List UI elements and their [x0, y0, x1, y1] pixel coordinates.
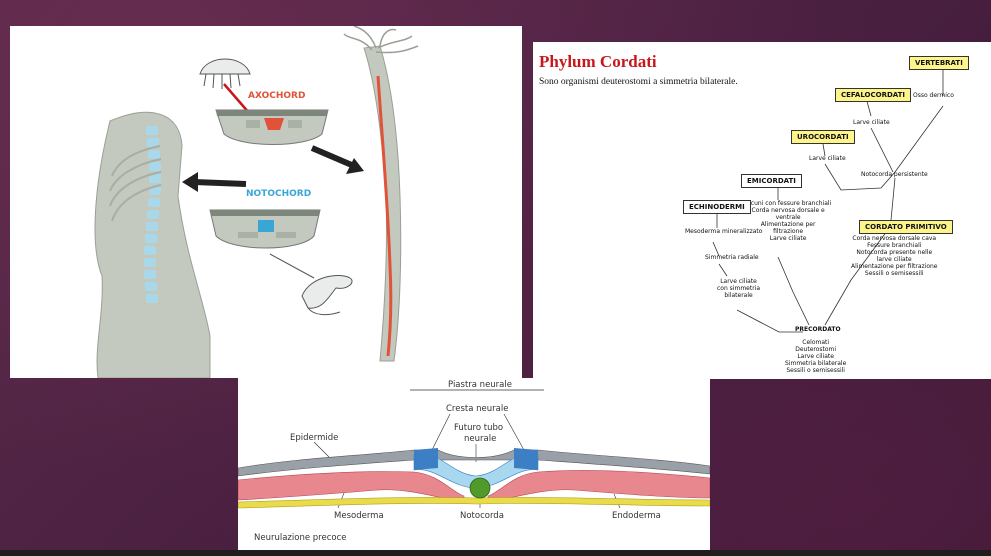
node-cordato-primitivo: CORDATO PRIMITIVO [859, 220, 953, 234]
trait-larve-ciliate-uro: Larve ciliate [809, 155, 846, 162]
phylum-subtitle: Sono organismi deuterostomi a simmetria … [539, 77, 738, 87]
label-endoderma: Endoderma [612, 511, 661, 521]
chord-comparison-illustration: AXOCHORD NOTOCHORD [10, 26, 522, 378]
axochord-label: AXOCHORD [248, 91, 305, 101]
emicordati-traits: Alcuni con fessure branchiali Corda nerv… [745, 200, 832, 242]
label-piastra-neurale: Piastra neurale [448, 380, 512, 390]
label-cresta-neurale: Cresta neurale [446, 404, 508, 414]
neural-crest-left [414, 448, 438, 470]
neural-crest-right [514, 448, 538, 470]
epidermis-layer [238, 449, 710, 477]
trait-mesoderma-mineralizzato: Mesoderma mineralizzato [685, 228, 763, 235]
endoderm-layer [238, 497, 710, 509]
notochord-leader-line [269, 253, 315, 279]
axochord-cross-section [215, 109, 329, 145]
notochord-circle [469, 477, 491, 499]
arrow-head-to-human [182, 172, 198, 192]
neurulation-panel: Piastra neurale Cresta neurale Futuro tu… [238, 378, 710, 550]
label-futuro-tubo: Futuro tubo [454, 423, 503, 433]
notochord-label: NOTOCHORD [246, 189, 311, 199]
precordato-traits: Celomati Deuterostomi Larve ciliate Simm… [785, 339, 847, 374]
label-neurale: neurale [464, 434, 496, 444]
ciliated-larva-icon [199, 58, 251, 115]
node-echinodermi: ECHINODERMI [683, 200, 751, 214]
node-emicordati: EMICORDATI [741, 174, 802, 188]
worm-tentacles [343, 26, 419, 54]
node-cefalocordati: CEFALOCORDATI [835, 88, 912, 102]
notochord-cross-section [209, 209, 321, 249]
worm-axochord-line [376, 75, 393, 357]
label-epidermide: Epidermide [290, 433, 338, 443]
phylogenetic-tree-lines [712, 68, 944, 333]
chord-illustration-svg: AXOCHORD NOTOCHORD [94, 26, 419, 378]
human-ribs [109, 145, 162, 222]
label-mesoderma: Mesoderma [334, 511, 384, 521]
node-precordato: PRECORDATO [795, 326, 841, 333]
arrow-head-to-worm [346, 158, 364, 174]
arrow-to-human [193, 179, 247, 187]
human-torso-shape [94, 111, 211, 378]
human-spine [144, 126, 161, 303]
node-vertebrati: VERTEBRATI [909, 56, 969, 70]
node-urocordati: UROCORDATI [791, 130, 855, 144]
bottom-taskbar-strip [0, 550, 991, 556]
cordato-primitivo-traits: Corda nervosa dorsale cava Fessure branc… [851, 235, 938, 277]
trait-notocorda-persistente: Notocorda persistente [861, 171, 928, 178]
neurulation-diagram-svg: Piastra neurale Cresta neurale Futuro tu… [238, 380, 710, 543]
tunicate-larva-icon [301, 274, 353, 316]
arrow-to-worm [310, 145, 356, 169]
phylum-title: Phylum Cordati [539, 52, 657, 71]
trait-simmetria-radiale: Simmetria radiale [705, 254, 759, 261]
trait-osso-dermico: Osso dermico [913, 92, 954, 99]
phylum-cordati-panel: Phylum Cordati Sono organismi deuterosto… [533, 42, 991, 379]
trait-larve-ciliate-cefalo: Larve ciliate [853, 119, 890, 126]
trait-larve-simmetria-bilaterale: Larve ciliate con simmetria bilaterale [717, 278, 761, 299]
caption-neurulazione: Neurulazione precoce [254, 533, 346, 543]
worm-body [363, 45, 402, 362]
label-notocorda: Notocorda [460, 511, 504, 521]
